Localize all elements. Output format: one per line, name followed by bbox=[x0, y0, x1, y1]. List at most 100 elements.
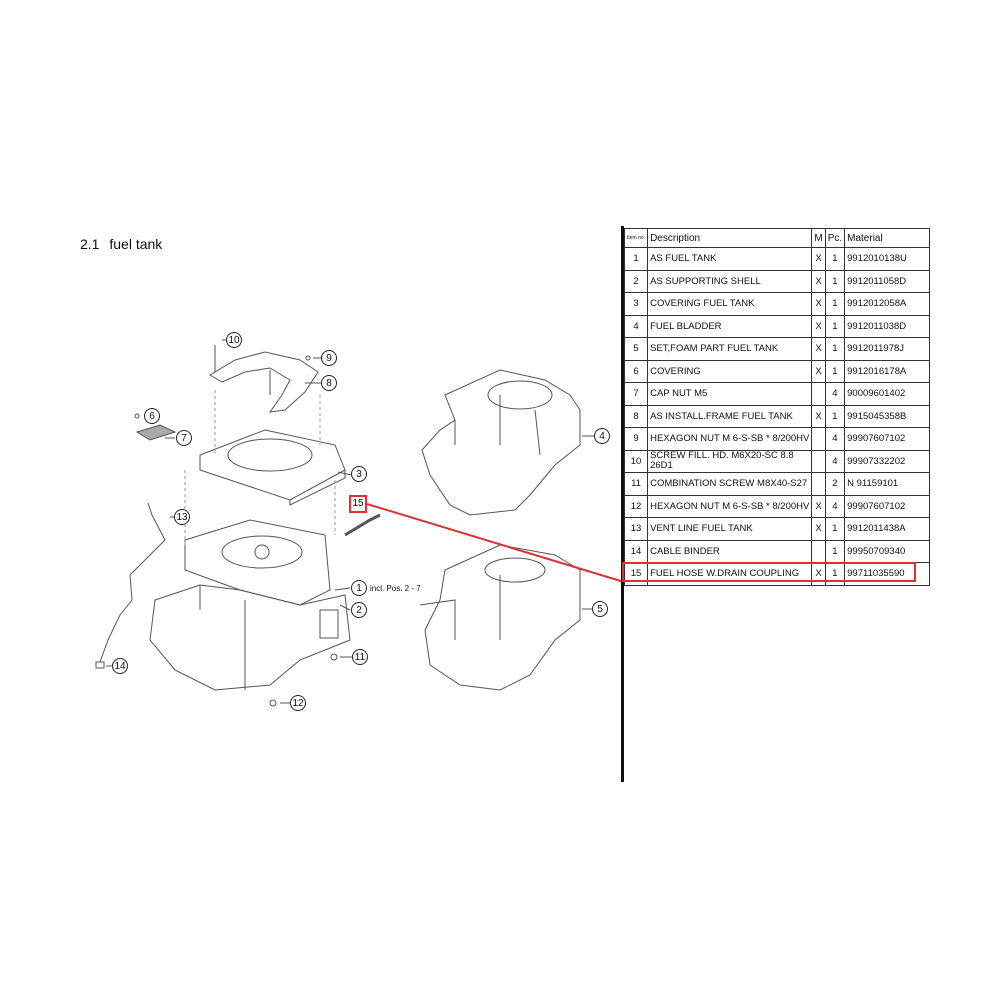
callout-13: 13 bbox=[174, 509, 190, 525]
cell-description: FUEL BLADDER bbox=[647, 314, 813, 338]
cell-material: 90009601402 bbox=[844, 382, 931, 406]
cell-material: 9912010138U bbox=[844, 247, 931, 271]
cell-pc: 1 bbox=[824, 517, 846, 541]
cell-pc: 1 bbox=[824, 269, 846, 293]
cell-pc: 4 bbox=[824, 382, 846, 406]
cell-m: X bbox=[811, 359, 826, 383]
cell-pc: 1 bbox=[824, 337, 846, 361]
callout-12: 12 bbox=[290, 695, 306, 711]
callout-9: 9 bbox=[321, 350, 337, 366]
cell-pc: 1 bbox=[824, 314, 846, 338]
cell-m bbox=[811, 382, 826, 406]
cell-item: 2 bbox=[623, 269, 649, 293]
cell-m: X bbox=[811, 269, 826, 293]
cell-material: 9912011438A bbox=[844, 517, 931, 541]
cell-description: COMBINATION SCREW M8X40-S27 bbox=[647, 472, 813, 496]
callout-2: 2 bbox=[351, 602, 367, 618]
callout-6: 6 bbox=[144, 408, 160, 424]
cell-m: X bbox=[811, 314, 826, 338]
cell-pc: 2 bbox=[824, 472, 846, 496]
cell-pc: 4 bbox=[824, 494, 846, 518]
cell-material: 9912016178A bbox=[844, 359, 931, 383]
callout-7: 7 bbox=[176, 430, 192, 446]
cell-pc: 1 bbox=[824, 292, 846, 316]
callout-5: 5 bbox=[592, 601, 608, 617]
header-m: M bbox=[811, 228, 826, 248]
section-name: fuel tank bbox=[109, 236, 163, 252]
callout-11: 11 bbox=[352, 649, 368, 665]
cell-m: X bbox=[811, 494, 826, 518]
section-number: 2.1 bbox=[80, 236, 100, 252]
cell-item: 14 bbox=[623, 539, 649, 563]
callout-3: 3 bbox=[351, 466, 367, 482]
cell-item: 5 bbox=[623, 337, 649, 361]
cell-item: 4 bbox=[623, 314, 649, 338]
cell-material: 99907607102 bbox=[844, 427, 931, 451]
section-title: 2.1 fuel tank bbox=[80, 236, 162, 252]
cell-material: 99907607102 bbox=[844, 494, 931, 518]
cell-item: 6 bbox=[623, 359, 649, 383]
cell-description: SET,FOAM PART FUEL TANK bbox=[647, 337, 813, 361]
cell-pc: 1 bbox=[824, 404, 846, 428]
cell-pc: 4 bbox=[824, 449, 846, 473]
cell-pc: 1 bbox=[824, 539, 846, 563]
cell-item: 1 bbox=[623, 247, 649, 271]
cell-m: X bbox=[811, 404, 826, 428]
callout-8: 8 bbox=[321, 375, 337, 391]
cell-material: 9912012058A bbox=[844, 292, 931, 316]
cell-m bbox=[811, 427, 826, 451]
cell-description: HEXAGON NUT M 6-S-SB * 8/200HV bbox=[647, 494, 813, 518]
cell-material: 99907332202 bbox=[844, 449, 931, 473]
cell-description: SCREW FILL. HD. M6X20-SC 8.8 26D1 bbox=[647, 449, 813, 473]
cell-item: 8 bbox=[623, 404, 649, 428]
table-header-row: Item no. Description M Pc. Material bbox=[623, 228, 931, 248]
cell-description: VENT LINE FUEL TANK bbox=[647, 517, 813, 541]
table-divider bbox=[621, 226, 624, 782]
cell-material: 9915045358B bbox=[844, 404, 931, 428]
cell-description: CAP NUT M5 bbox=[647, 382, 813, 406]
header-material: Material bbox=[844, 228, 931, 248]
callout-1: 1 bbox=[351, 580, 367, 596]
cell-item: 12 bbox=[623, 494, 649, 518]
cell-description: AS INSTALL.FRAME FUEL TANK bbox=[647, 404, 813, 428]
cell-material: 9912011978J bbox=[844, 337, 931, 361]
cell-description: AS SUPPORTING SHELL bbox=[647, 269, 813, 293]
callout-15-highlight bbox=[349, 495, 367, 513]
cell-pc: 4 bbox=[824, 427, 846, 451]
cell-m: X bbox=[811, 292, 826, 316]
cell-m bbox=[811, 539, 826, 563]
cell-m: X bbox=[811, 247, 826, 271]
cell-material: 9912011058D bbox=[844, 269, 931, 293]
cell-description: CABLE BINDER bbox=[647, 539, 813, 563]
cell-m: X bbox=[811, 337, 826, 361]
cell-m: X bbox=[811, 517, 826, 541]
callout-10: 10 bbox=[226, 332, 242, 348]
cell-description: COVERING FUEL TANK bbox=[647, 292, 813, 316]
cell-item: 11 bbox=[623, 472, 649, 496]
cell-item: 10 bbox=[623, 449, 649, 473]
cell-item: 13 bbox=[623, 517, 649, 541]
cell-item: 9 bbox=[623, 427, 649, 451]
cell-description: HEXAGON NUT M 6-S-SB * 8/200HV bbox=[647, 427, 813, 451]
row-15-highlight bbox=[622, 562, 916, 582]
cell-description: AS FUEL TANK bbox=[647, 247, 813, 271]
callout-15: 15 bbox=[352, 498, 364, 509]
cell-pc: 1 bbox=[824, 247, 846, 271]
header-item: Item no. bbox=[623, 228, 649, 248]
cell-m bbox=[811, 449, 826, 473]
header-pc: Pc. bbox=[824, 228, 846, 248]
cell-description: COVERING bbox=[647, 359, 813, 383]
